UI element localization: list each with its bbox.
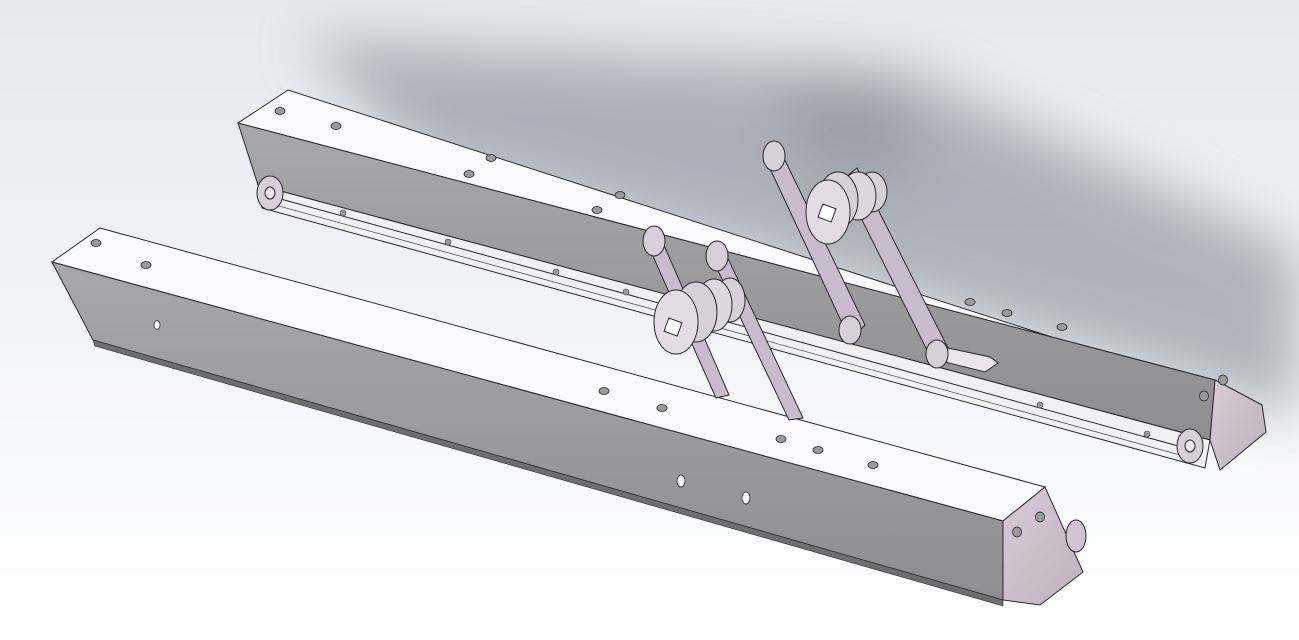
rail-front-holes	[90, 239, 1045, 538]
hex-bore-right	[817, 203, 837, 223]
rail-back-holes	[274, 107, 1228, 402]
rail-front-bottom-strip	[92, 339, 1004, 607]
rail-back-end-face	[1209, 379, 1267, 471]
belt-drive-left	[642, 225, 804, 421]
rail-front	[50, 227, 1087, 607]
hex-bore-left	[663, 317, 683, 337]
rail-back	[236, 89, 1267, 471]
rail-front-end-face	[1002, 486, 1084, 606]
belt-drive-right	[762, 140, 949, 369]
